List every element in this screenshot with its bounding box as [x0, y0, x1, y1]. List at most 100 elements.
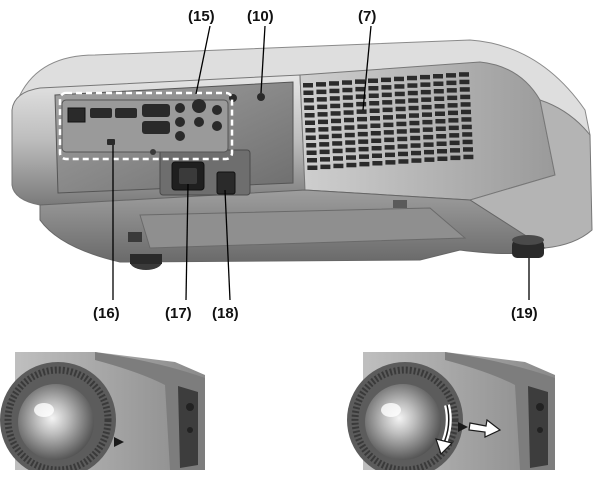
vent-slot [357, 131, 368, 137]
vent-slot [408, 105, 419, 111]
vent-slot [396, 114, 406, 119]
vent-slot [407, 75, 417, 81]
round-jack [192, 99, 206, 113]
vent-slot [459, 72, 469, 77]
vent-slot [368, 93, 379, 98]
vent-slot [435, 119, 446, 124]
vent-slot [356, 101, 367, 107]
rear-foot-base [130, 254, 162, 264]
vent-slot [355, 94, 366, 99]
vent-slot [433, 81, 444, 86]
side-panel [445, 352, 555, 470]
vent-slot [384, 145, 395, 150]
callout-17: (17) [165, 305, 192, 322]
vent-slot [449, 133, 460, 138]
security-slot [107, 139, 115, 145]
vent-slot [372, 153, 382, 158]
side-edge [528, 386, 548, 468]
vent-slot [368, 86, 379, 91]
curved-arrow-head [435, 438, 454, 456]
vent-slot [424, 149, 434, 155]
side-panel [95, 352, 205, 470]
vent-slot [462, 132, 473, 137]
vent-slot [409, 113, 419, 118]
vent-slot [447, 95, 458, 101]
vent-slot [411, 150, 421, 156]
vent-slot [359, 161, 370, 167]
vent-slot [459, 87, 470, 92]
vent-slot [316, 97, 327, 102]
vent-slot [409, 120, 420, 126]
vent-slot [307, 158, 317, 163]
vent-slot [371, 146, 382, 151]
vent-slot [396, 129, 407, 134]
vent-slot [330, 111, 341, 116]
lens-glass [365, 384, 441, 460]
vent-slot [448, 125, 459, 131]
vent-slot [448, 118, 459, 123]
vent-slot [357, 124, 368, 129]
hdmi-port-2 [115, 108, 137, 118]
pointer-triangle [114, 437, 124, 447]
vent-slot [383, 130, 394, 135]
vent-slot [332, 141, 343, 146]
vent-slot [319, 149, 330, 155]
lens-ring [4, 366, 112, 474]
vent-slot [342, 80, 352, 85]
vent-slot [330, 103, 341, 109]
side-button [537, 427, 543, 433]
vent-slot [420, 89, 431, 95]
vent-slot [459, 79, 470, 85]
vent-slot [397, 136, 408, 142]
vent-slot [305, 120, 315, 125]
vent-slot [449, 140, 460, 146]
vent-slot [450, 148, 460, 153]
vent-slot [385, 160, 396, 165]
vent-slot [333, 156, 343, 161]
callout-15: (15) [188, 8, 215, 25]
vent-slot [356, 109, 367, 114]
vent-slot [344, 132, 355, 138]
vent-slot [446, 80, 457, 86]
vent-slot [332, 148, 343, 154]
vent-slot [447, 103, 458, 108]
vent-slot [435, 111, 445, 116]
vent-slot [346, 155, 356, 160]
vent-slot [381, 85, 392, 90]
vent-slot [369, 101, 380, 106]
vent-slot [450, 155, 461, 161]
vent-slot [437, 156, 448, 161]
vent-slot [407, 83, 418, 88]
vent-slot [394, 84, 405, 89]
vent-slot [463, 154, 474, 160]
lens-highlight [381, 403, 401, 417]
round-jack [175, 117, 185, 127]
vent-slot [461, 124, 472, 130]
side-edge [178, 386, 198, 468]
vent-slot [394, 91, 405, 97]
vent-slot [382, 100, 393, 105]
vga-port-1 [142, 104, 170, 117]
vent-slot [370, 123, 381, 128]
vent-slot [303, 83, 313, 88]
callout-18: (18) [212, 305, 239, 322]
vent-slot [411, 158, 422, 163]
round-jack [212, 121, 222, 131]
vent-slot [433, 89, 444, 94]
vent-slot [436, 134, 447, 139]
vent-slot [320, 164, 331, 170]
vent-slot [422, 119, 433, 125]
vent-slot [423, 142, 434, 147]
vent-slot [434, 104, 445, 109]
vent-slot [358, 146, 369, 152]
vent-slot [370, 116, 380, 121]
vent-slot [420, 82, 431, 87]
straight-arrow [468, 418, 502, 438]
vent-slot [329, 81, 339, 86]
vga-port-2 [142, 121, 170, 134]
small-foot [393, 200, 407, 208]
vent-slot [316, 89, 327, 95]
vent-slot [460, 102, 471, 107]
ac-in-inner [179, 168, 197, 184]
